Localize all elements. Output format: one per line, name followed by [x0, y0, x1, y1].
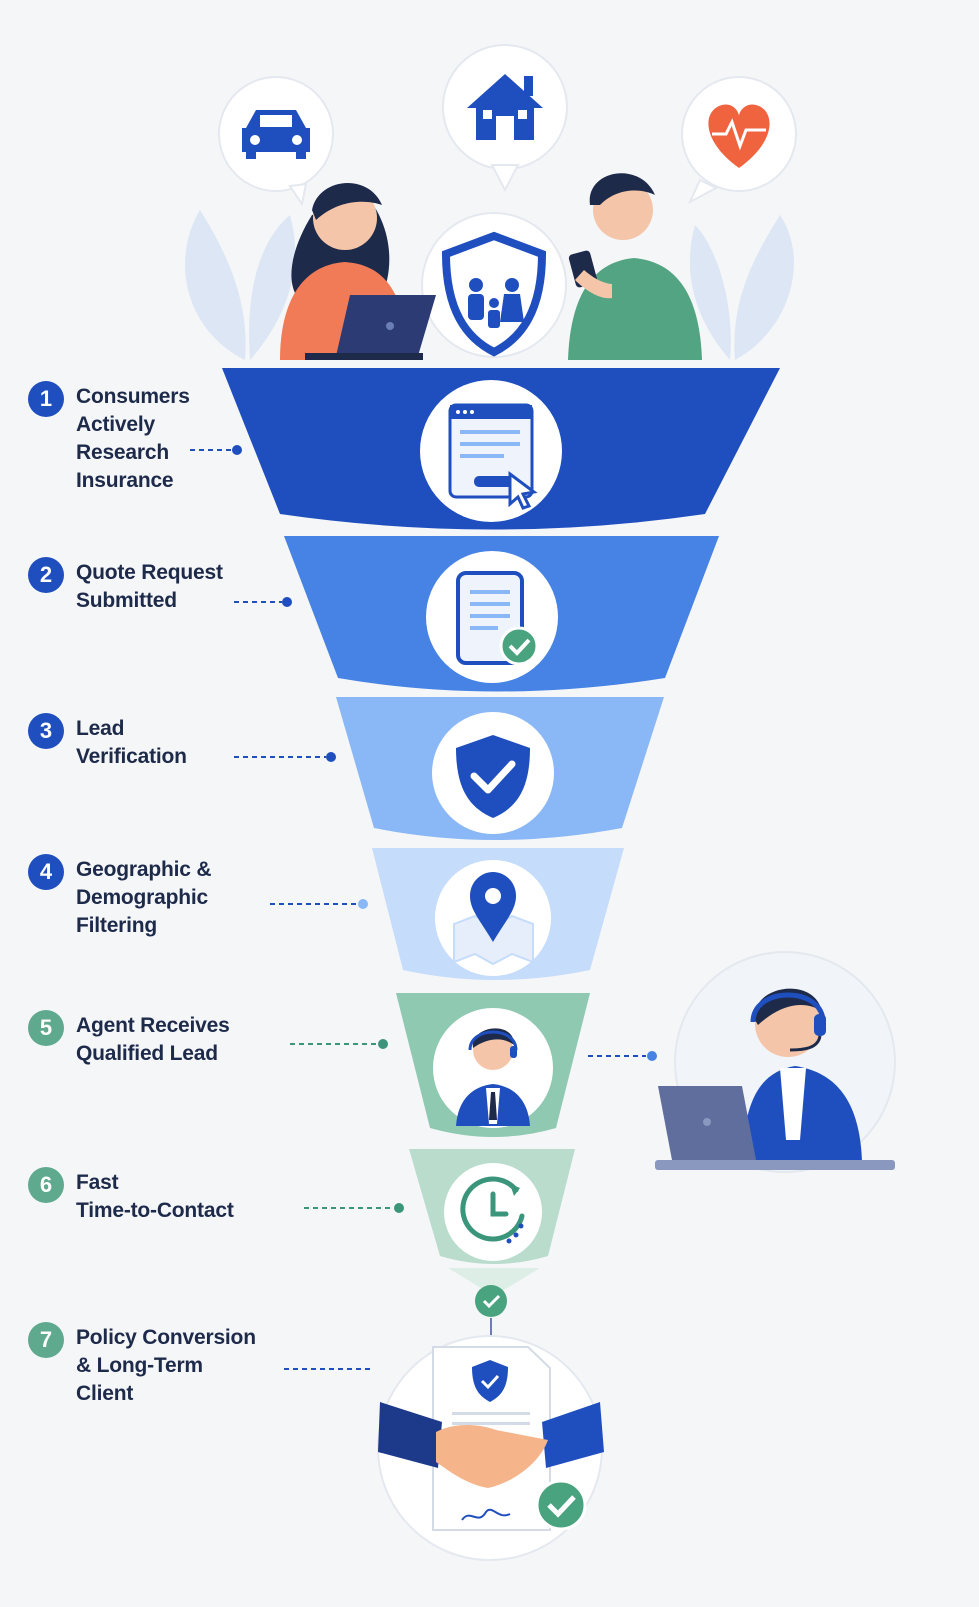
step-7: 7 Policy Conversion & Long-Term Client: [28, 1322, 256, 1408]
step-3: 3 Lead Verification: [28, 713, 187, 771]
clock-icon: [444, 1163, 542, 1261]
step-7-badge: 7: [28, 1322, 64, 1358]
leader-lines: [190, 449, 646, 1370]
shield-check-icon: [432, 712, 554, 834]
leaf-right-icon: [689, 215, 794, 360]
step-5: 5 Agent Receives Qualified Lead: [28, 1010, 230, 1068]
step-5-badge: 5: [28, 1010, 64, 1046]
family-shield-badge: [421, 212, 567, 358]
step-1-badge: 1: [28, 381, 64, 417]
step-3-label: Lead Verification: [76, 717, 187, 768]
leader-dots: [232, 445, 657, 1213]
step-6: 6 Fast Time-to-Contact: [28, 1167, 234, 1225]
step-1: 1 Consumers Actively Research Insurance: [28, 381, 190, 495]
man-with-phone: [568, 173, 702, 360]
step-6-label: Fast Time-to-Contact: [76, 1171, 234, 1222]
step-2-badge: 2: [28, 557, 64, 593]
car-icon: [242, 110, 310, 159]
step-2-label: Quote Request Submitted: [76, 561, 223, 612]
step-4-label: Geographic & Demographic Filtering: [76, 858, 212, 937]
step-7-label: Policy Conversion & Long-Term Client: [76, 1326, 256, 1405]
heart-icon: [708, 104, 770, 168]
step-6-badge: 6: [28, 1167, 64, 1203]
agent-at-laptop-illustration: [655, 951, 896, 1173]
step-4: 4 Geographic & Demographic Filtering: [28, 854, 212, 940]
map-pin-icon: [435, 860, 551, 976]
step-1-label: Consumers Actively Research Insurance: [76, 385, 190, 492]
family-shield-icon: [441, 231, 547, 357]
leaf-left-icon: [185, 210, 296, 360]
house-bubble: [442, 44, 568, 193]
step-4-badge: 4: [28, 854, 64, 890]
step-3-badge: 3: [28, 713, 64, 749]
agent-headset-icon: [433, 1008, 553, 1128]
tablet-check-icon: [426, 551, 558, 683]
heart-bubble: [681, 76, 797, 205]
web-form-icon: [420, 380, 562, 522]
step-2: 2 Quote Request Submitted: [28, 557, 223, 615]
step-5-label: Agent Receives Qualified Lead: [76, 1014, 230, 1065]
handshake-icon: [377, 1335, 604, 1561]
woman-with-laptop: [280, 182, 436, 360]
car-bubble: [218, 76, 334, 207]
house-icon: [467, 74, 543, 140]
